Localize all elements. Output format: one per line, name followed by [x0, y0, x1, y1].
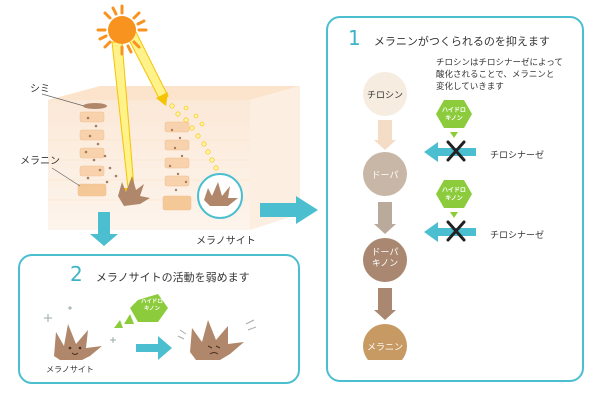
- hydroquinone-hexagon-2: [436, 180, 472, 208]
- panel2-number: 2: [70, 262, 83, 286]
- spot-leader: [41, 93, 85, 107]
- sparkle-icons: [44, 306, 116, 343]
- stage-label-melanin: メラニン: [366, 343, 403, 353]
- hydroquinone-hexagon-1: [436, 100, 472, 128]
- stage-label-tyrosine: チロシン: [366, 91, 403, 101]
- enzyme-label-2: チロシナーゼ: [490, 231, 545, 241]
- melanocyte-weakened: [190, 320, 244, 360]
- block-x-icon-2: [446, 220, 466, 242]
- flow-arrow-3: [374, 288, 396, 320]
- enzyme-arrow-2: [424, 222, 476, 242]
- melanin-dots: [84, 116, 188, 192]
- panel2-illustration: [44, 294, 257, 360]
- panel1-header: 1 メラニンがつくられるのを抑えます: [348, 26, 550, 50]
- panel1-description: チロシンはチロシナーゼによって 酸化されることで、メラニンと 変化していきます: [436, 58, 563, 92]
- uv-arrowhead-2: [156, 92, 168, 106]
- skin-top-surface: [48, 86, 300, 100]
- weak-lines: [177, 319, 257, 340]
- skin-illustration: [41, 4, 318, 246]
- inhibitor-triangle-2: [114, 320, 123, 328]
- label-spot: シミ: [30, 84, 50, 95]
- panel2-header: 2 メラノサイトの活動を弱めます: [70, 262, 250, 286]
- stage-dopaquinone: [363, 238, 407, 282]
- skin-side: [250, 86, 300, 230]
- spot-mark: [83, 103, 107, 109]
- panel1-title: メラニンがつくられるのを抑えます: [373, 35, 550, 48]
- label-melanin: メラニン: [20, 156, 60, 167]
- stage-label-dopa: ドーパ: [371, 171, 399, 181]
- flow-arrow-2: [374, 202, 396, 234]
- stage-melanin: [363, 324, 407, 360]
- uv-dots: [169, 103, 219, 171]
- panel1-hydroquinone-label-1: ハイドロ キノン: [442, 107, 466, 122]
- enzyme-label-1: チロシナーゼ: [490, 151, 545, 161]
- panel2-hydroquinone-label: ハイドロ キノン: [141, 299, 163, 312]
- cell-column-left: [77, 111, 107, 197]
- inhibitor-triangle-1: [124, 314, 134, 324]
- melanin-leader: [51, 167, 81, 187]
- arrow-to-panel2: [90, 212, 118, 246]
- weakening-arrow: [136, 336, 172, 360]
- melanocyte-active: [54, 324, 102, 360]
- block-x-icon-1: [446, 140, 466, 162]
- arrow-to-panel1: [260, 196, 318, 224]
- stage-tyrosine: [363, 72, 407, 116]
- hydroquinone-hexagon-p2: [130, 294, 168, 322]
- panel2-melanocyte-label: メラノサイト: [46, 365, 94, 374]
- sun-icon: [96, 4, 148, 56]
- panel1-flow: [363, 72, 476, 360]
- flow-arrow-1: [374, 120, 396, 150]
- panel1-hydroquinone-label-2: ハイドロ キノン: [442, 187, 466, 202]
- label-melanocyte: メラノサイト: [196, 236, 256, 247]
- melanocyte-shape-zoom: [204, 182, 238, 206]
- panel2-title: メラノサイトの活動を弱めます: [95, 271, 250, 284]
- stage-dopa: [363, 152, 407, 196]
- enzyme-arrow-1: [424, 142, 476, 162]
- melanocyte-shape-skin: [118, 176, 150, 206]
- panel1-number: 1: [348, 26, 361, 50]
- stage-label-dopaquinone: ドーパ キノン: [371, 248, 399, 269]
